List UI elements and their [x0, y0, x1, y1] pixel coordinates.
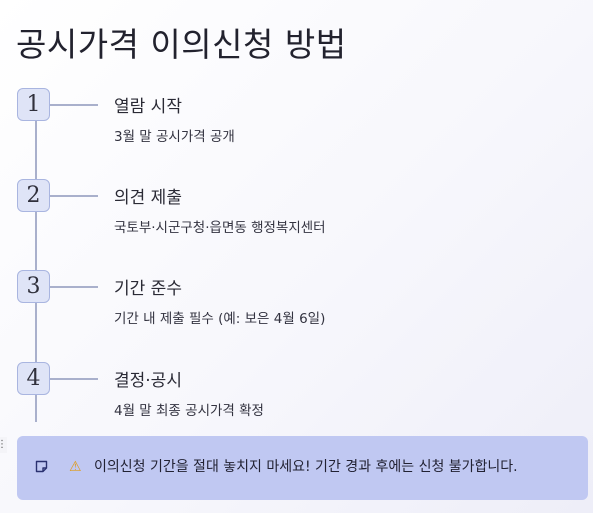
step-connector — [50, 378, 98, 380]
timeline-step-2: 2 의견 제출 국토부·시군구청·읍면동 행정복지센터 — [17, 179, 577, 239]
note-icon[interactable] — [35, 458, 48, 473]
step-description: 국토부·시군구청·읍면동 행정복지센터 — [114, 220, 326, 236]
step-description: 기간 내 제출 필수 (예: 보은 4월 6일) — [114, 311, 326, 327]
timeline-step-4: 4 결정·공시 4월 말 최종 공시가격 확정 — [17, 362, 577, 422]
step-number-badge: 3 — [17, 270, 50, 303]
step-description: 3월 말 공시가격 공개 — [114, 129, 235, 145]
step-title: 의견 제출 — [114, 188, 182, 208]
timeline-step-1: 1 열람 시작 3월 말 공시가격 공개 — [17, 88, 577, 148]
step-connector — [50, 286, 98, 288]
warning-icon: ⚠ — [69, 459, 82, 475]
page-title: 공시가격 이의신청 방법 — [16, 25, 347, 64]
drag-handle-icon[interactable]: ⋮ — [0, 437, 7, 453]
step-connector — [50, 195, 98, 197]
step-connector — [50, 104, 98, 106]
step-title: 기간 준수 — [114, 279, 182, 299]
step-title: 열람 시작 — [114, 97, 182, 117]
timeline-step-3: 3 기간 준수 기간 내 제출 필수 (예: 보은 4월 6일) — [17, 270, 577, 330]
step-number-badge: 4 — [17, 362, 50, 395]
step-description: 4월 말 최종 공시가격 확정 — [114, 403, 264, 419]
step-number-badge: 2 — [17, 179, 50, 212]
step-title: 결정·공시 — [114, 371, 182, 391]
callout-text: 이의신청 기간을 절대 놓치지 마세요! 기간 경과 후에는 신청 불가합니다. — [94, 459, 518, 475]
warning-callout: ⚠ 이의신청 기간을 절대 놓치지 마세요! 기간 경과 후에는 신청 불가합니… — [17, 436, 588, 500]
step-number-badge: 1 — [17, 88, 50, 121]
